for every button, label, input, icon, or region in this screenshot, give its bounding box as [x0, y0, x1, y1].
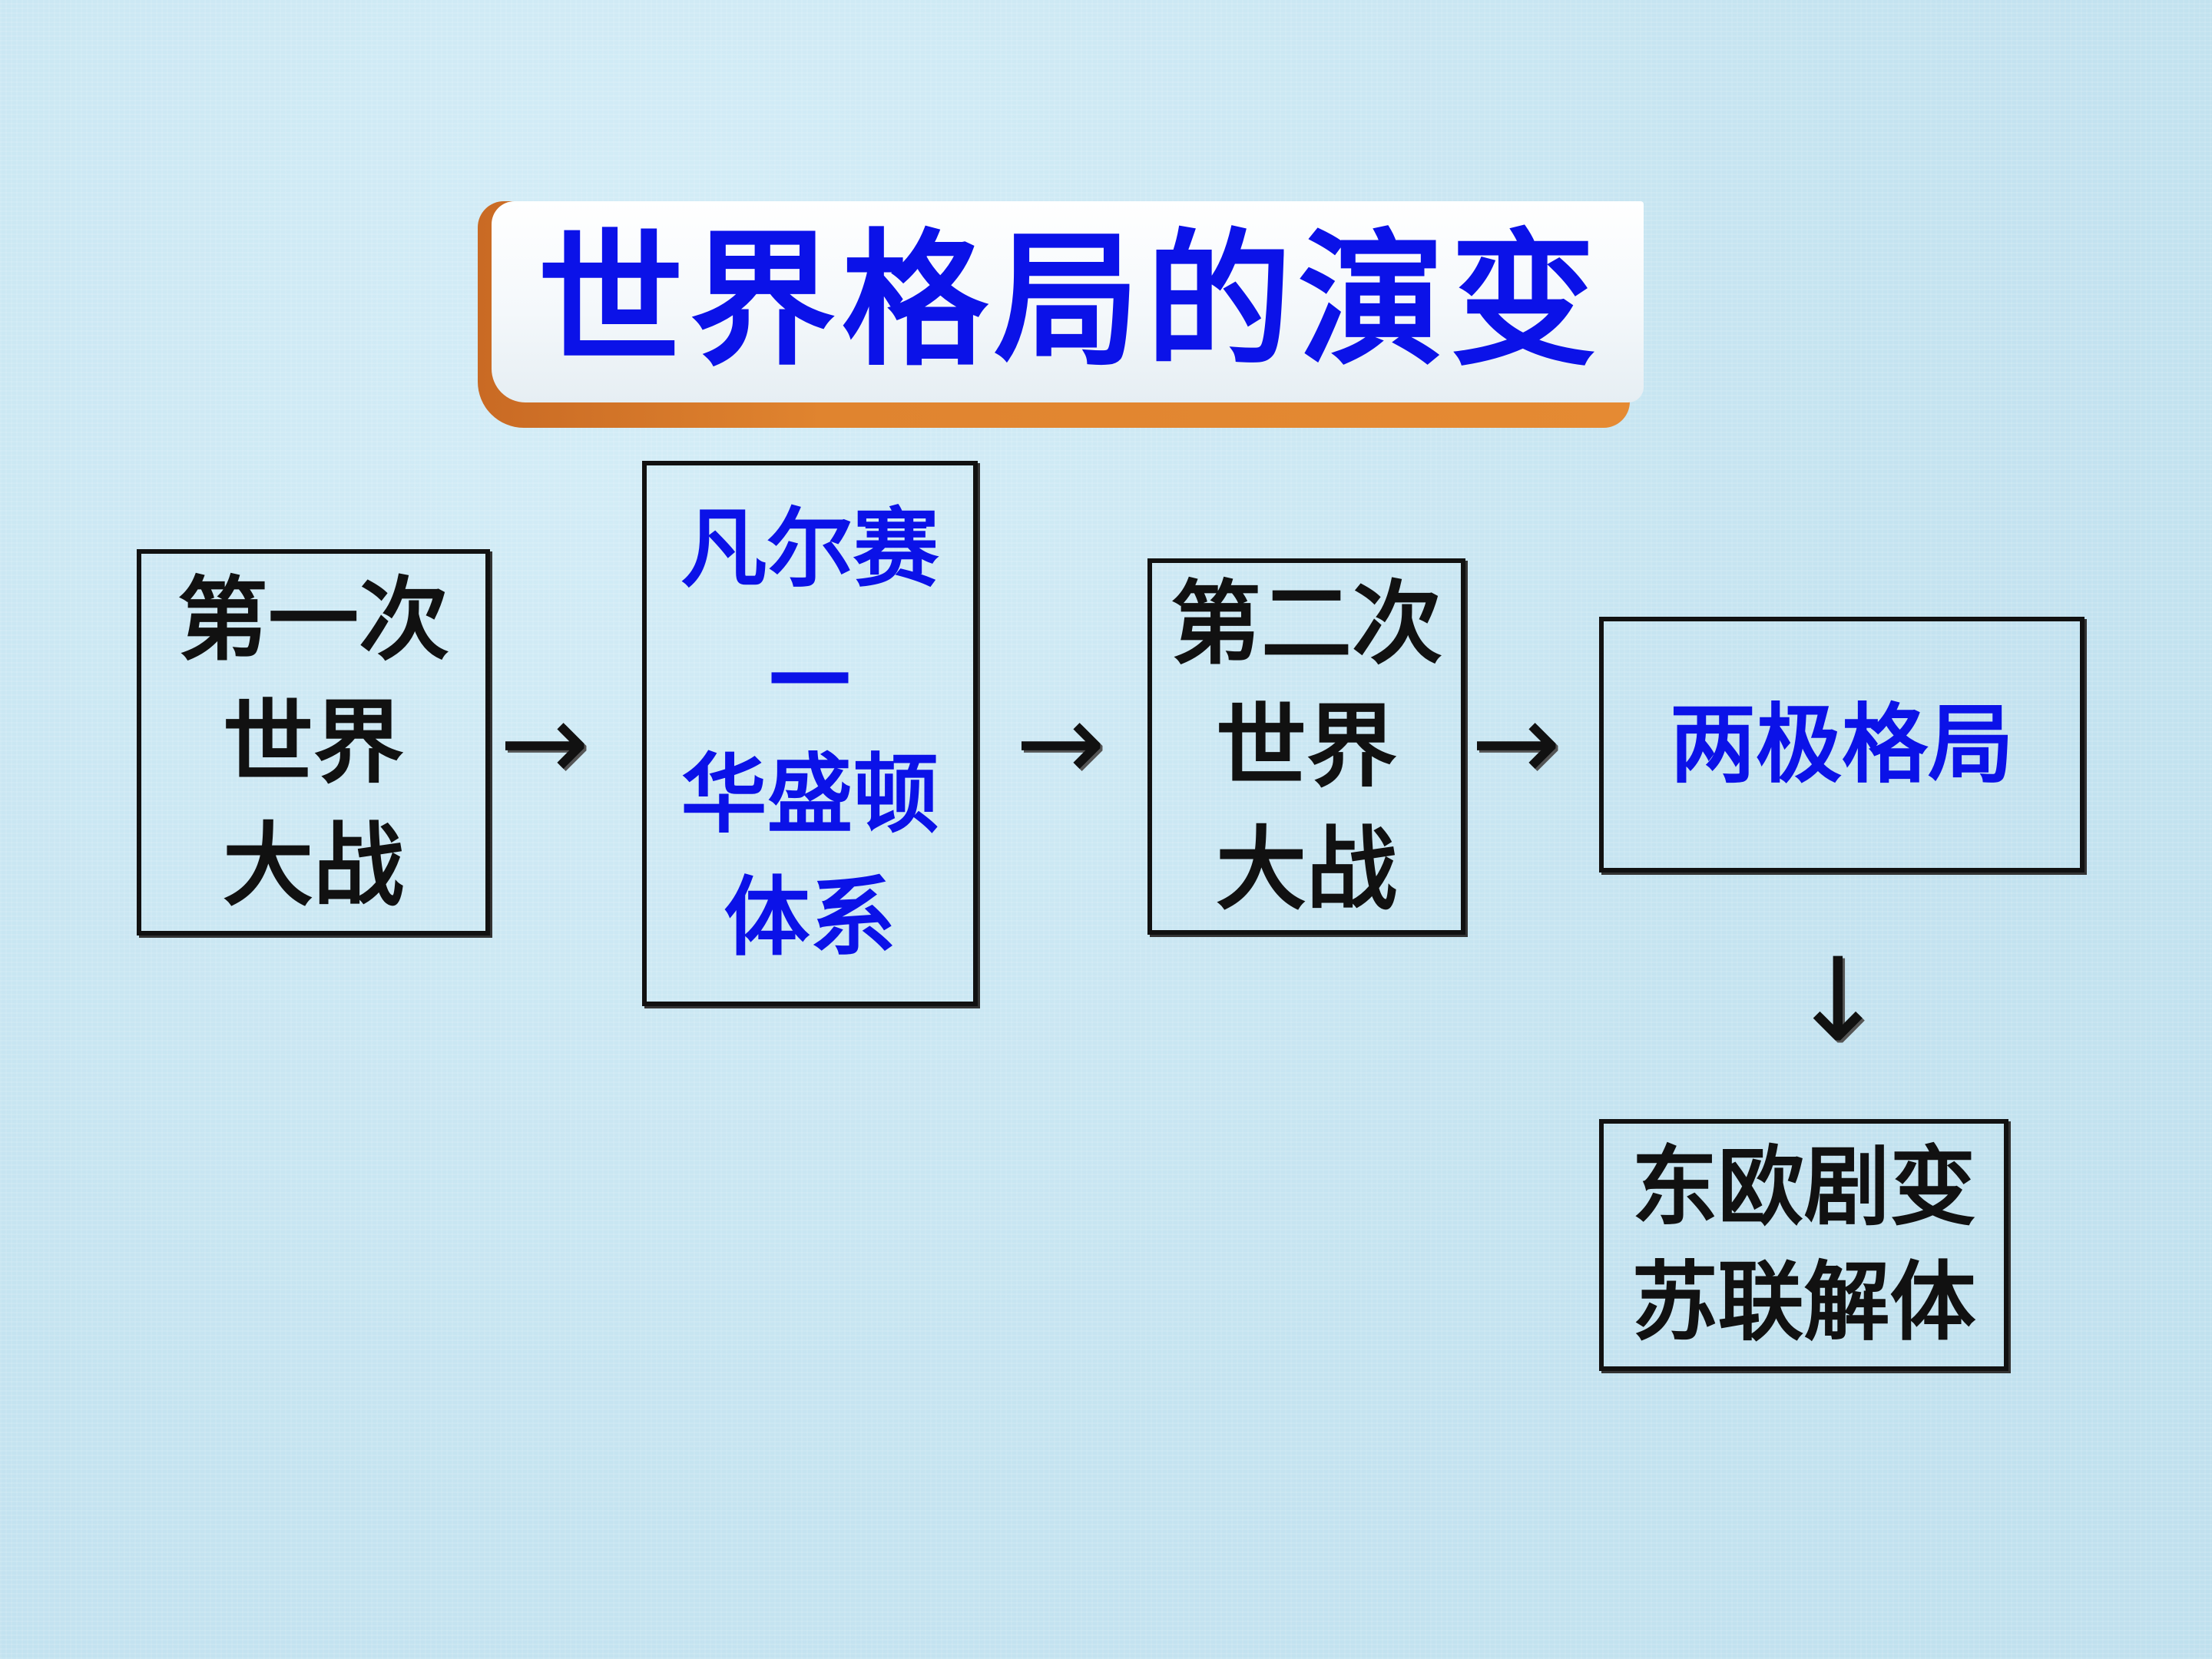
node-ww1-line-2: 世界: [222, 689, 404, 796]
node-ww2-line-2: 世界: [1215, 694, 1397, 800]
node-ww1: 第一次 世界 大战: [137, 549, 490, 935]
node-versailles-line-4: 体系: [724, 868, 896, 968]
node-collapse-line-1: 东欧剧变: [1631, 1137, 1976, 1237]
arrow-right-icon: →: [1015, 680, 1106, 806]
page-title: 世界格局的演变: [538, 216, 1603, 386]
node-versailles-washington: 凡尔赛 — 华盛顿 体系: [642, 461, 978, 1006]
node-ww2-line-3: 大战: [1215, 816, 1397, 922]
node-collapse: 东欧剧变 苏联解体: [1599, 1119, 2008, 1371]
node-versailles-line-2: —: [767, 622, 853, 722]
arrow-right-icon: →: [1471, 680, 1561, 806]
node-collapse-line-2: 苏联解体: [1631, 1253, 1976, 1353]
node-ww2: 第二次 世界 大战: [1147, 558, 1465, 935]
node-ww1-line-3: 大战: [222, 812, 404, 919]
arrow-down-icon: ↓: [1790, 934, 1886, 1068]
node-versailles-line-1: 凡尔赛: [680, 499, 939, 599]
node-bipolar: 两极格局: [1599, 617, 2085, 873]
node-ww1-line-1: 第一次: [177, 566, 449, 673]
title-banner-face: 世界格局的演变: [492, 201, 1644, 402]
title-banner: 世界格局的演变: [478, 201, 1644, 428]
node-versailles-line-3: 华盛顿: [680, 745, 939, 845]
node-ww2-line-1: 第二次: [1170, 571, 1442, 677]
arrow-right-icon: →: [499, 680, 590, 806]
node-bipolar-line-1: 两极格局: [1670, 694, 2014, 795]
